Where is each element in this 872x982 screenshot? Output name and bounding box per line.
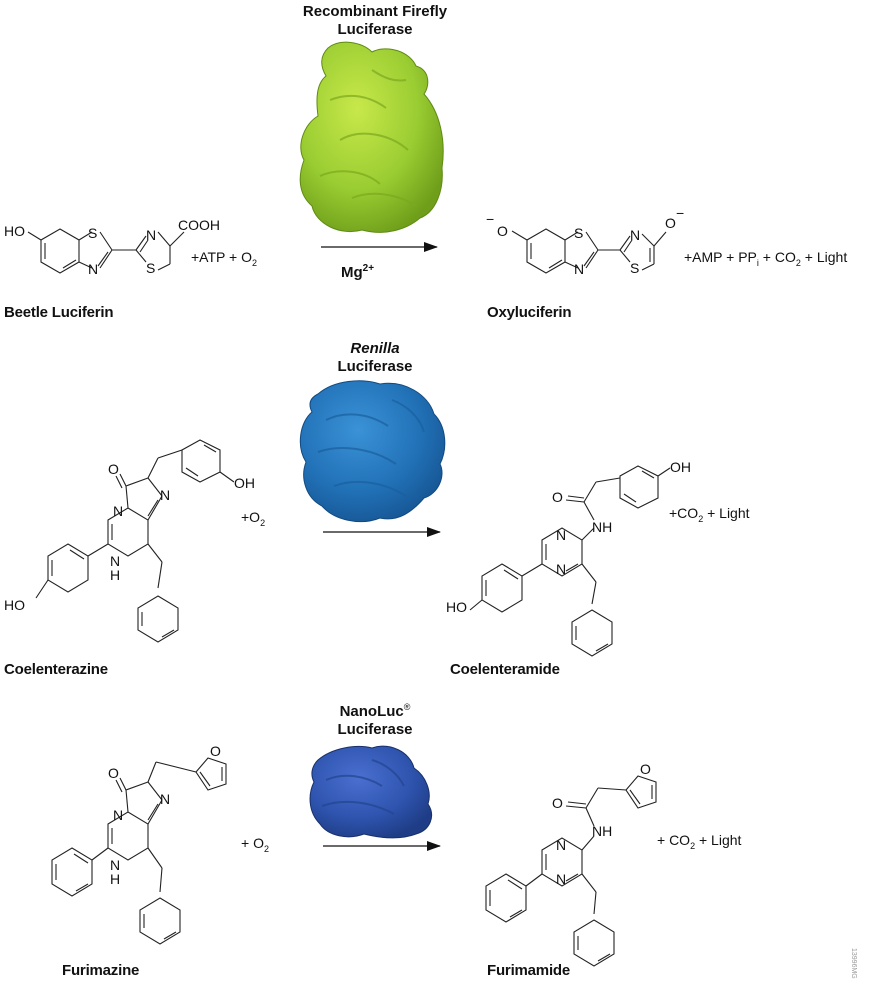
furimazine-structure: O N N N H O — [51, 743, 227, 945]
firefly-reagents: +ATP + O2 — [191, 249, 257, 268]
renilla-luciferase-label: Renilla Luciferase — [337, 340, 413, 375]
svg-text:N: N — [574, 261, 584, 277]
svg-text:O: O — [210, 743, 221, 759]
svg-text:N: N — [146, 227, 156, 243]
svg-text:N: N — [88, 261, 98, 277]
svg-text:S: S — [88, 225, 97, 241]
svg-text:COOH: COOH — [178, 217, 220, 233]
svg-text:O: O — [640, 761, 651, 777]
svg-text:O: O — [108, 461, 119, 477]
nanoluc-byproducts: + CO2 + Light — [657, 832, 742, 851]
beetle-luciferin-label: Beetle Luciferin — [4, 304, 114, 321]
svg-text:O: O — [552, 795, 563, 811]
svg-text:S: S — [574, 225, 583, 241]
beetle-luciferin-structure: HO S N N S COOH — [4, 217, 220, 277]
coelenterazine-structure: O N N N H OH HO — [4, 439, 255, 643]
firefly-byproducts: +AMP + PPi + CO2 + Light — [684, 249, 848, 268]
oxyluciferin-structure: − O S N N S O − — [486, 205, 684, 277]
svg-text:H: H — [110, 871, 120, 887]
magnesium-cofactor: Mg2+ — [341, 263, 375, 281]
furimazine-label: Furimazine — [62, 962, 140, 979]
furimamide-structure: O NH N N O — [485, 761, 657, 967]
coelenteramide-label: Coelenteramide — [450, 661, 560, 678]
svg-text:N: N — [113, 503, 123, 519]
svg-text:−: − — [486, 211, 494, 227]
svg-text:N: N — [556, 561, 566, 577]
renilla-luciferase-protein — [299, 380, 446, 523]
svg-text:N: N — [113, 807, 123, 823]
firefly-luciferase-protein — [299, 41, 444, 233]
svg-text:N: N — [110, 553, 120, 569]
svg-text:H: H — [110, 567, 120, 583]
svg-text:O: O — [497, 223, 508, 239]
renilla-byproducts: +CO2 + Light — [669, 505, 750, 524]
svg-text:S: S — [630, 260, 639, 276]
svg-text:NH: NH — [592, 823, 612, 839]
coelenterazine-label: Coelenterazine — [4, 661, 108, 678]
svg-text:O: O — [552, 489, 563, 505]
svg-text:HO: HO — [4, 597, 25, 613]
svg-text:O: O — [108, 765, 119, 781]
svg-text:N: N — [630, 227, 640, 243]
furimamide-label: Furimamide — [487, 962, 571, 979]
svg-text:HO: HO — [446, 599, 467, 615]
svg-text:OH: OH — [234, 475, 255, 491]
nanoluc-reagents: + O2 — [241, 835, 269, 854]
renilla-reagents: +O2 — [241, 509, 266, 528]
svg-text:N: N — [110, 857, 120, 873]
coelenteramide-structure: O NH N N OH HO — [446, 459, 691, 657]
oxyluciferin-label: Oxyluciferin — [487, 304, 572, 321]
svg-text:HO: HO — [4, 223, 25, 239]
svg-text:N: N — [556, 527, 566, 543]
nanoluc-luciferase-protein — [309, 745, 432, 839]
svg-text:N: N — [160, 791, 170, 807]
svg-text:−: − — [676, 205, 684, 221]
svg-text:N: N — [556, 837, 566, 853]
svg-text:N: N — [556, 871, 566, 887]
svg-text:O: O — [665, 215, 676, 231]
svg-text:NH: NH — [592, 519, 612, 535]
nanoluc-luciferase-label: NanoLuc® Luciferase — [337, 702, 413, 738]
firefly-luciferase-label: Recombinant Firefly Luciferase — [302, 3, 448, 38]
svg-text:S: S — [146, 260, 155, 276]
svg-text:OH: OH — [670, 459, 691, 475]
svg-text:N: N — [160, 487, 170, 503]
